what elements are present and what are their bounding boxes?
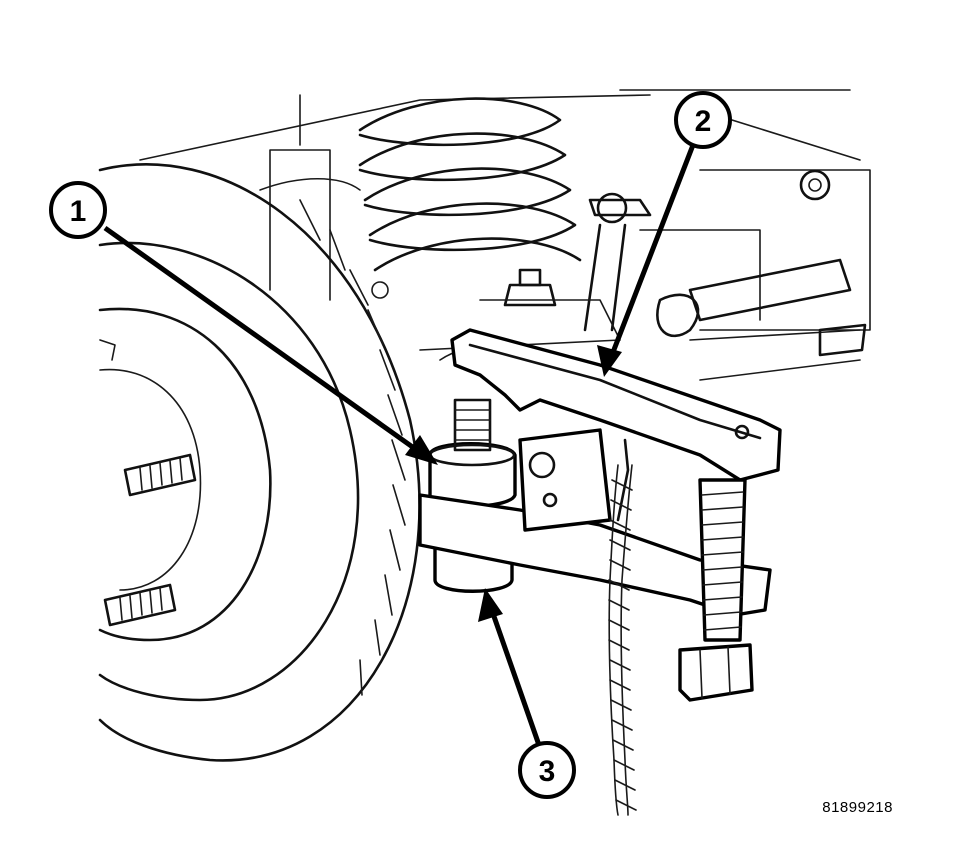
callout-2: 2 [597,91,732,377]
callout-3: 3 [478,588,576,799]
rotor-vents [299,199,406,696]
wheel-stud-lower [103,583,177,627]
tool-chain [608,438,637,816]
callout-1-label: 1 [70,195,87,228]
brake-rotor [98,163,421,762]
steering-knuckle-boss [428,398,517,508]
callout-2-label: 2 [695,105,712,138]
callout-1: 1 [49,181,438,465]
forcing-screw [678,478,754,702]
callout-3-label: 3 [539,755,556,788]
wheel-stud-upper [123,453,197,497]
coil-spring [358,97,582,272]
background-suspension [139,89,871,381]
figure-id: 81899218 [822,799,893,816]
ball-joint-separator-tool [418,328,782,816]
